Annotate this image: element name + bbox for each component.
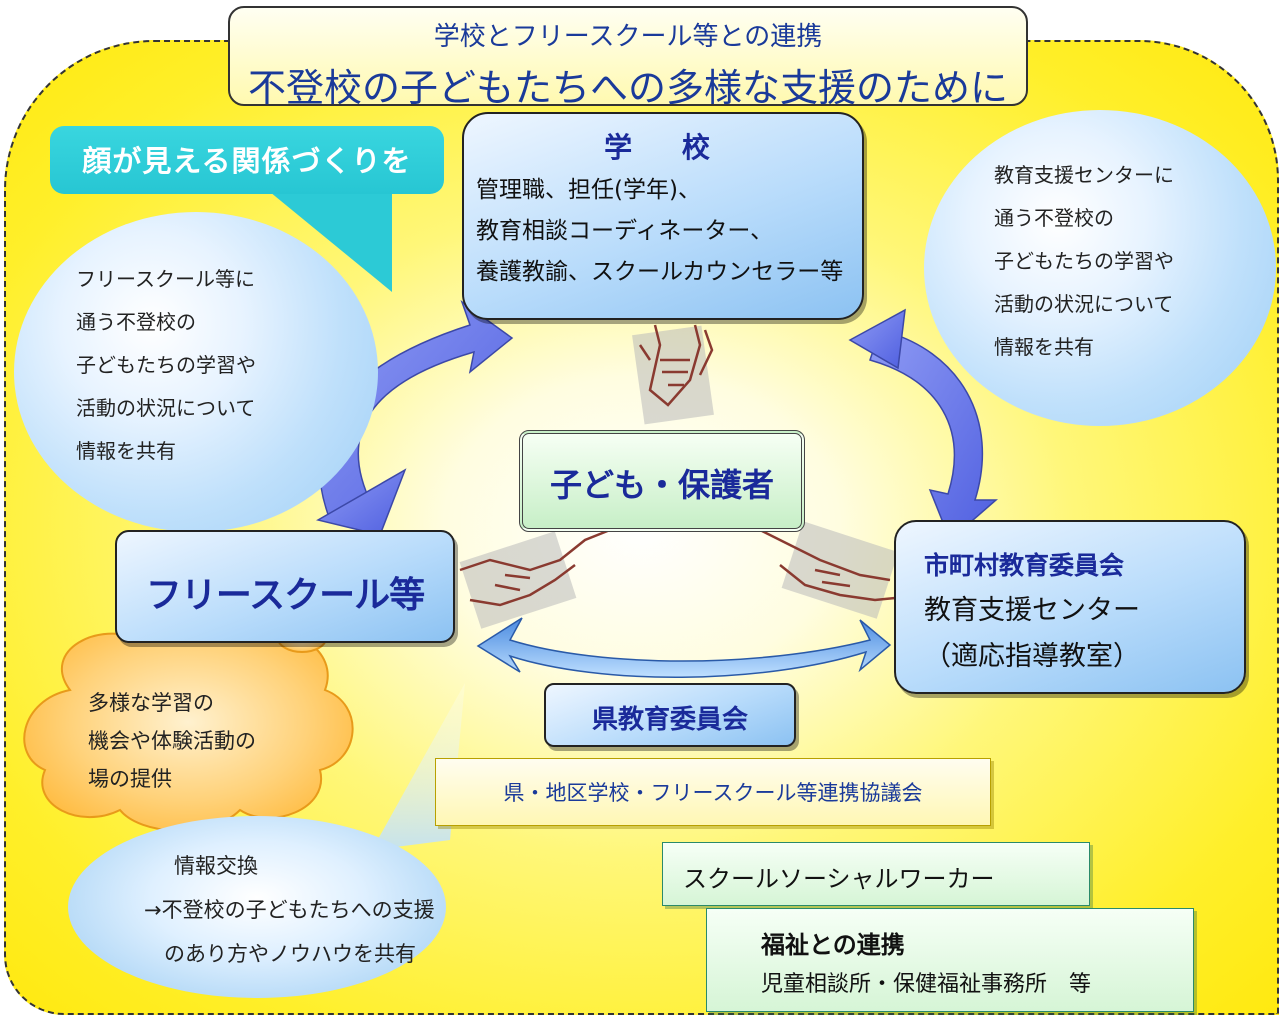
- cloud-text-line: 場の提供: [88, 767, 172, 791]
- info-exchange-ellipse: 情報交換 →不登校の子どもたちへの支援 のあり方やノウハウを共有: [68, 816, 446, 998]
- city-board-box: 市町村教育委員会 教育支援センター （適応指導教室）: [894, 520, 1246, 694]
- welfare-title: 福祉との連携: [761, 931, 905, 959]
- handshake-icon: [459, 528, 611, 629]
- circle-text-line: 情報を共有: [994, 335, 1094, 359]
- cloud-text: 多様な学習の 機会や体験活動の 場の提供: [88, 684, 368, 798]
- school-member-line: 管理職、担任(学年)、: [476, 177, 701, 203]
- prefecture-board-label: 県教育委員会: [591, 705, 748, 735]
- school-member-line: 教育相談コーディネーター、: [476, 218, 774, 244]
- info-share-circle-left: フリースクール等に 通う不登校の 子どもたちの学習や 活動の状況について 情報を…: [14, 212, 378, 532]
- free-school-label: フリースクール等: [145, 575, 425, 616]
- cloud-text-line: 機会や体験活動の: [88, 729, 256, 753]
- circle-text-line: フリースクール等に: [76, 267, 255, 291]
- page-title: 不登校の子どもたちへの多様な支援のために: [247, 66, 1008, 110]
- circle-text-line: 情報を共有: [76, 439, 176, 463]
- circle-text-line: 子どもたちの学習や: [76, 353, 256, 377]
- cloud-text-line: 多様な学習の: [88, 691, 214, 715]
- callout-banner: 顔が見える関係づくりを: [50, 126, 444, 194]
- title-box: 学校とフリースクール等との連携 不登校の子どもたちへの多様な支援のために: [228, 6, 1028, 110]
- speech-bubble-icon: [270, 192, 392, 292]
- circle-text-line: 通う不登校の: [994, 206, 1114, 230]
- circle-text-line: 活動の状況について: [76, 396, 256, 420]
- welfare-box: 福祉との連携 児童相談所・保健福祉事務所 等: [706, 908, 1194, 1012]
- city-board-title: 市町村教育委員会: [924, 551, 1125, 580]
- circle-text-line: 子どもたちの学習や: [994, 249, 1174, 273]
- ellipse-text-line: のあり方やノウハウを共有: [164, 942, 416, 966]
- info-share-circle-right: 教育支援センターに 通う不登校の 子どもたちの学習や 活動の状況について 情報を…: [924, 110, 1276, 426]
- school-member-line: 養護教諭、スクールカウンセラー等: [476, 259, 844, 285]
- handshake-icon: [759, 521, 899, 619]
- welfare-subtitle: 児童相談所・保健福祉事務所 等: [761, 972, 1092, 997]
- handshake-icon: [632, 324, 714, 425]
- callout-text: 顔が見える関係づくりを: [82, 144, 412, 178]
- city-board-line: （適応指導教室）: [924, 641, 1140, 672]
- ellipse-text-line: →不登校の子どもたちへの支援: [144, 898, 435, 922]
- child-guardian-box: 子ども・保護者: [519, 430, 805, 532]
- circle-text-line: 活動の状況について: [994, 292, 1174, 316]
- page-subtitle: 学校とフリースクール等との連携: [433, 22, 823, 52]
- prefecture-board-box: 県教育委員会: [544, 683, 796, 747]
- curved-arrow-icon: [476, 617, 892, 678]
- child-guardian-label: 子ども・保護者: [549, 466, 774, 504]
- school-box: 学 校 管理職、担任(学年)、 教育相談コーディネーター、 養護教諭、スクールカ…: [462, 112, 864, 320]
- circle-text-line: 教育支援センターに: [994, 163, 1174, 187]
- council-label: 県・地区学校・フリースクール等連携協議会: [503, 781, 923, 805]
- school-social-worker-label: スクールソーシャルワーカー: [683, 865, 995, 893]
- council-box: 県・地区学校・フリースクール等連携協議会: [435, 758, 991, 826]
- free-school-box: フリースクール等: [115, 530, 455, 643]
- city-board-line: 教育支援センター: [924, 595, 1140, 626]
- circle-text-line: 通う不登校の: [76, 310, 196, 334]
- ellipse-text-line: 情報交換: [174, 854, 258, 878]
- school-social-worker-box: スクールソーシャルワーカー: [662, 842, 1090, 906]
- school-title: 学 校: [604, 131, 730, 164]
